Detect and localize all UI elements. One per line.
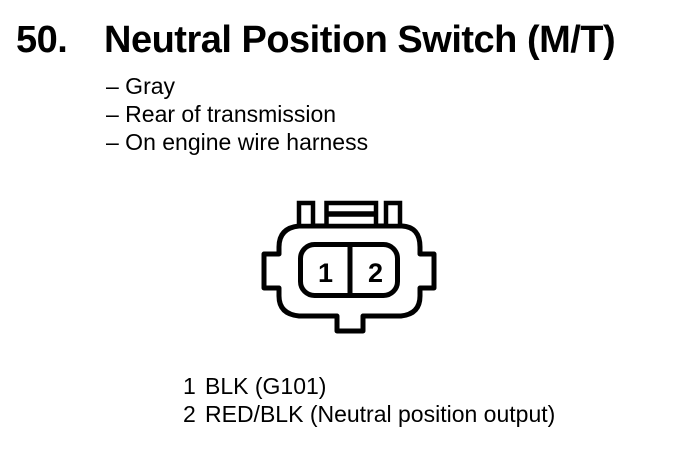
connector-top-tab-right (383, 200, 403, 229)
connector-pin-2-label: 2 (368, 258, 383, 288)
detail-item-location: – Rear of transmission (106, 101, 337, 127)
detail-item-harness: – On engine wire harness (106, 129, 369, 155)
connector-top-tab-left (296, 200, 316, 229)
pinout-wire-description: BLK (G101) (205, 373, 327, 399)
pinout-row-2: 2 RED/BLK (Neutral position output) (183, 400, 555, 428)
page-title: Neutral Position Switch (M/T) (104, 19, 616, 61)
detail-list: – Gray – Rear of transmission – On engin… (106, 72, 368, 156)
pinout-legend: 1 BLK (G101) 2 RED/BLK (Neutral position… (183, 372, 555, 428)
pinout-wire-description: RED/BLK (Neutral position output) (205, 401, 556, 427)
pinout-row-1: 1 BLK (G101) (183, 372, 555, 400)
connector-pin-1-label: 1 (318, 258, 333, 288)
item-number: 50. (16, 19, 68, 61)
pinout-pin-number: 1 (183, 373, 196, 399)
section-heading: 50. Neutral Position Switch (M/T) (16, 19, 616, 61)
detail-item-color: – Gray (106, 73, 176, 99)
pinout-pin-number: 2 (183, 401, 196, 427)
connector-diagram: 1 2 (261, 200, 437, 334)
